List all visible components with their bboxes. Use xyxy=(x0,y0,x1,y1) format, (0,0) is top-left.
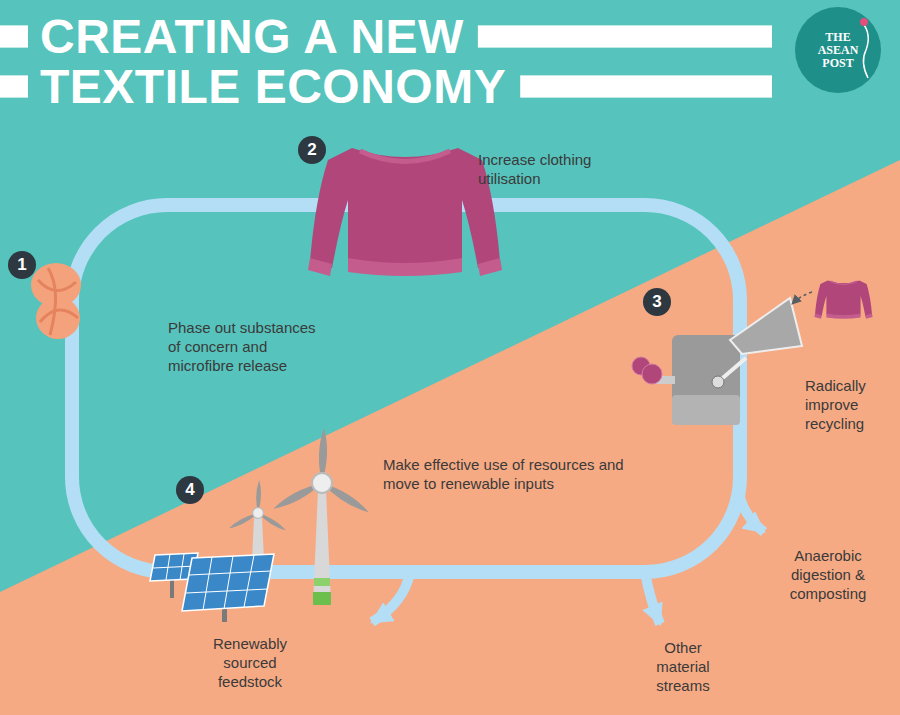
scarf-icon xyxy=(31,263,81,339)
logo-text: THE ASEAN POST xyxy=(806,31,870,70)
callout-text: 3 xyxy=(652,292,661,311)
title-bar xyxy=(0,25,28,47)
step-label: Other material streams xyxy=(638,638,728,695)
outflow-arrow xyxy=(372,572,410,622)
step-label: Increase clothing utilisation xyxy=(478,150,628,188)
step-label: Phase out substances of concern and micr… xyxy=(168,318,318,375)
callout-text: 1 xyxy=(17,255,26,274)
solar-panel xyxy=(150,553,274,622)
outflow-arrow xyxy=(645,572,660,624)
logo-badge xyxy=(795,7,881,93)
step-label: Make effective use of resources and move… xyxy=(383,455,663,493)
step-label: Renewably sourced feedstock xyxy=(200,634,300,691)
sweater-icon xyxy=(308,148,502,276)
callout-number: 3 xyxy=(643,288,671,316)
title: CREATING A NEW TEXTILE ECONOMY xyxy=(40,12,520,112)
title-bar xyxy=(520,75,772,97)
callout-text: 2 xyxy=(307,140,316,159)
title-bar xyxy=(0,75,28,97)
callout-number: 1 xyxy=(8,251,36,279)
step-label: Anaerobic digestion & composting xyxy=(772,546,884,603)
step-label: Radically improve recycling xyxy=(805,376,895,433)
callout-number: 2 xyxy=(298,136,326,164)
callout-text: 4 xyxy=(185,480,194,499)
title-bar xyxy=(478,25,772,47)
title-text: CREATING A NEW TEXTILE ECONOMY xyxy=(40,10,506,113)
outflow-arrow xyxy=(738,488,764,532)
callout-number: 4 xyxy=(176,476,204,504)
